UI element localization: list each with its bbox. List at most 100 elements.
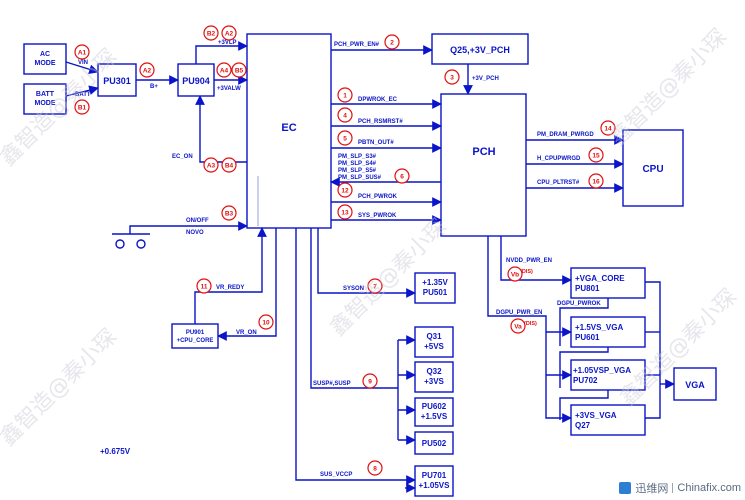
marker-b1-text: B1: [78, 105, 87, 112]
batt-label: BATT: [75, 92, 91, 98]
pu502-label: PU502: [422, 439, 447, 448]
pltrst-label: CPU_PLTRST#: [537, 180, 580, 186]
dgpu-pwr-en-line: [487, 236, 572, 423]
marker-n12: 12: [337, 182, 353, 198]
marker-n4-text: 4: [343, 113, 347, 120]
marker-n15: 15: [588, 147, 604, 163]
marker-b3-text: B3: [225, 211, 234, 218]
marker-n16-text: 16: [592, 179, 600, 186]
vr-on-label: VR_ON: [236, 330, 257, 336]
pu801-box: [570, 267, 646, 299]
pch-box: [440, 93, 527, 237]
dis-label-va: (DIS): [524, 321, 537, 327]
marker-vb: Vb: [507, 266, 523, 282]
marker-a2: A2: [139, 62, 155, 78]
marker-n11: 11: [196, 278, 212, 294]
vin-line: [65, 61, 99, 75]
marker-n9: 9: [362, 373, 378, 389]
marker-b5: B5: [231, 62, 247, 78]
pu602-label: PU602+1.5VS: [421, 402, 448, 421]
marker-n10-text: 10: [262, 320, 270, 327]
marker-b5-text: B5: [235, 68, 244, 75]
nvdd-pwr-en-line: [500, 236, 572, 285]
pu301-label: PU301: [103, 76, 131, 86]
sus-vccp-line: [295, 228, 416, 485]
syson-label: SYSON: [343, 286, 364, 292]
dgpu-en-label: DGPU_PWR_EN: [496, 310, 542, 316]
marker-a3-text: A3: [207, 163, 216, 170]
marker-n16: 16: [588, 173, 604, 189]
dis-label-vb: (DIS): [520, 269, 533, 275]
marker-n10: 10: [258, 314, 274, 330]
marker-n1: 1: [337, 87, 353, 103]
v3vlp-line: [195, 41, 248, 64]
marker-a2-text: A2: [143, 68, 152, 75]
sys-pwrok-label: SYS_PWROK: [358, 213, 397, 219]
marker-n2-text: 2: [390, 40, 394, 47]
dgpu-pwrok-line: [559, 298, 609, 346]
marker-va-text: Va: [514, 324, 522, 331]
marker-n3: 3: [444, 69, 460, 85]
brand-divider: [672, 483, 674, 493]
pu501-box: [414, 272, 456, 304]
v0675-label: +0.675V: [100, 447, 131, 456]
q25-label: Q25,+3V_PCH: [450, 45, 510, 55]
ac-mode-box: [23, 43, 67, 75]
q27-box: [570, 404, 646, 436]
pu901-label: PU901+CPU_CORE: [177, 330, 214, 344]
marker-n8: 8: [367, 460, 383, 476]
vr-on-line: [217, 228, 277, 341]
marker-n5-text: 5: [343, 136, 347, 143]
vga-bus: [645, 281, 661, 419]
marker-n15-text: 15: [592, 153, 600, 160]
marker-n14: 14: [600, 120, 616, 136]
vin-label: VIN: [78, 60, 88, 66]
ec-label: EC: [281, 122, 296, 134]
dpwrok-label: DPWROK_EC: [358, 97, 398, 103]
pu701-label: PU701+1.05VS: [419, 471, 451, 490]
vr-redy-line: [194, 227, 267, 324]
marker-n8-text: 8: [373, 466, 377, 473]
marker-b4: B4: [221, 157, 237, 173]
brand-logo-icon: [619, 482, 632, 494]
slp-s4-label: PM_SLP_S4#: [338, 161, 377, 167]
marker-vb-text: Vb: [511, 272, 519, 279]
switch-contact-left: [115, 239, 125, 249]
brand-name: 迅维网: [635, 483, 669, 495]
syson-line: [317, 228, 416, 298]
v3v-pch-label: +3V_PCH: [472, 76, 499, 82]
marker-b2: B2: [203, 25, 219, 41]
switch-contact-right: [136, 239, 146, 249]
pu702-box: [570, 359, 646, 391]
marker-n6: 6: [394, 168, 410, 184]
nvdd-label: NVDD_PWR_EN: [506, 258, 552, 264]
ec-box: [246, 33, 332, 229]
v3valw-label: +3VALW: [217, 86, 241, 92]
susp-line: [310, 228, 398, 389]
pch-pwrok-label: PCH_PWROK: [358, 194, 398, 200]
marker-n13-text: 13: [341, 210, 349, 217]
bplus-label: B+: [150, 84, 158, 90]
marker-n12-text: 12: [341, 188, 349, 195]
marker-n3-text: 3: [450, 75, 454, 82]
pbtn-label: PBTN_OUT#: [358, 140, 394, 146]
ec-on-label: EC_ON: [172, 154, 193, 160]
marker-n7: 7: [367, 278, 383, 294]
cpu-label: CPU: [642, 164, 663, 175]
marker-a3: A3: [203, 157, 219, 173]
site-brand: 迅维网 Chinafix.com: [619, 480, 741, 496]
marker-n14-text: 14: [604, 126, 612, 133]
slp-sus-label: PM_SLP_SUS#: [338, 175, 382, 181]
marker-n9-text: 9: [368, 379, 372, 386]
marker-b3: B3: [221, 205, 237, 221]
batt-line: [65, 85, 99, 97]
marker-b2-text: B2: [207, 31, 216, 38]
q32-label: Q32+3VS: [424, 367, 444, 386]
marker-n4: 4: [337, 107, 353, 123]
